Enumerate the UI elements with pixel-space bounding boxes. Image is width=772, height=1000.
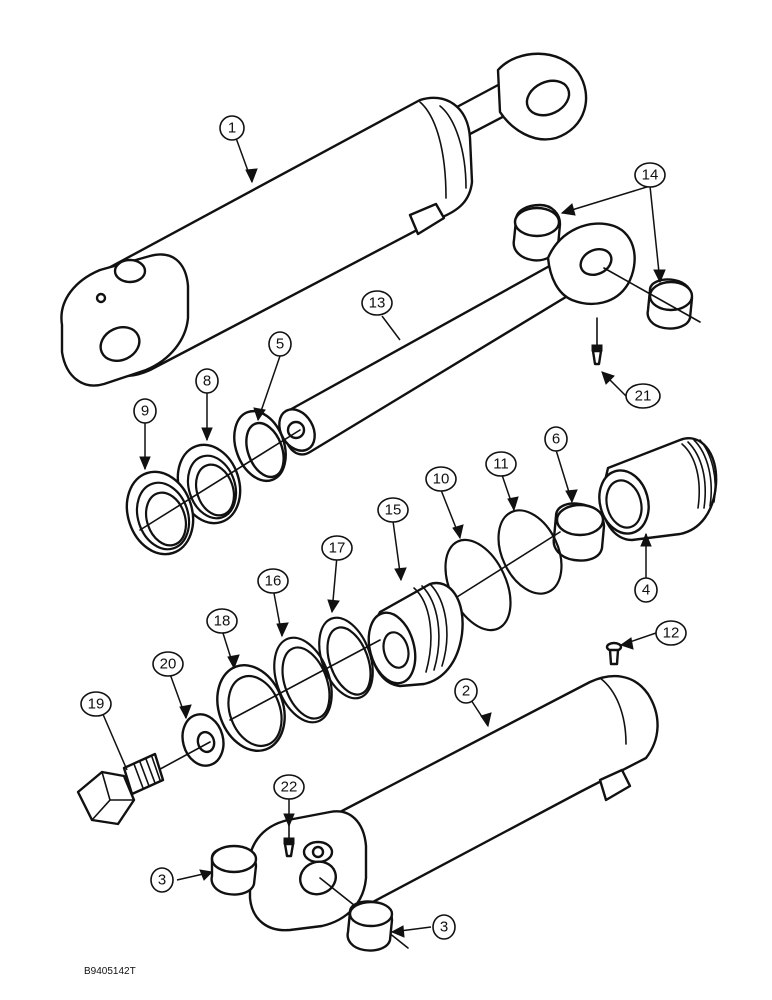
svg-text:9: 9 — [141, 403, 149, 420]
part-8-seal — [176, 443, 242, 525]
part-1-cylinder-assembly — [60, 52, 588, 387]
svg-text:19: 19 — [88, 696, 105, 713]
callout-22: 22 — [273, 774, 305, 800]
callout-19: 19 — [80, 691, 112, 717]
svg-text:2: 2 — [462, 683, 470, 700]
callout-16: 16 — [257, 568, 289, 594]
part-9-wiper-seal — [125, 470, 195, 556]
callout-18: 18 — [206, 608, 238, 634]
svg-text:11: 11 — [493, 456, 509, 473]
svg-text:14: 14 — [642, 167, 659, 184]
part-21-grease-fitting — [591, 317, 603, 366]
svg-text:20: 20 — [160, 656, 177, 673]
callout-2: 2 — [454, 678, 478, 704]
callout-9: 9 — [133, 398, 157, 424]
part-12-bleed-screw — [605, 641, 623, 666]
callout-1: 1 — [219, 115, 245, 141]
svg-text:5: 5 — [276, 336, 284, 353]
callout-21: 21 — [625, 383, 661, 409]
part-17-seal-ring-inner — [326, 626, 372, 696]
svg-text:22: 22 — [281, 779, 298, 796]
callout-5: 5 — [268, 331, 292, 357]
part-19-bolt — [76, 752, 165, 826]
callout-11: 11 — [485, 451, 517, 477]
svg-text:1: 1 — [228, 120, 236, 137]
svg-text:18: 18 — [214, 613, 231, 630]
callout-12: 12 — [655, 620, 687, 646]
callout-3-right: 3 — [432, 914, 456, 940]
part-17-seal-ring — [318, 616, 374, 700]
callout-3-left: 3 — [150, 867, 174, 893]
part-2-barrel — [248, 675, 659, 949]
svg-text:3: 3 — [158, 872, 166, 889]
svg-text:6: 6 — [552, 431, 560, 448]
part-13-piston-rod — [278, 222, 701, 456]
figure-reference-code: B9405142T — [84, 966, 136, 977]
part-3-bushing-right — [346, 900, 394, 952]
callout-8: 8 — [195, 368, 219, 394]
leader-arrowheads — [139, 168, 666, 938]
svg-text:12: 12 — [663, 625, 680, 642]
svg-text:21: 21 — [635, 388, 652, 405]
svg-text:17: 17 — [329, 540, 346, 557]
callout-15: 15 — [377, 497, 409, 523]
callout-10: 10 — [425, 466, 457, 492]
part-3-bushing-left — [210, 844, 258, 896]
svg-text:15: 15 — [385, 502, 402, 519]
part-6-backup-ring — [552, 502, 606, 562]
callout-6: 6 — [544, 426, 568, 452]
part-11-o-ring — [497, 509, 563, 595]
svg-text:13: 13 — [369, 295, 386, 312]
svg-text:3: 3 — [440, 919, 448, 936]
callout-20: 20 — [152, 651, 184, 677]
svg-text:16: 16 — [265, 573, 282, 590]
part-4-gland — [598, 437, 718, 542]
part-14-bushing-right — [646, 278, 694, 330]
svg-text:10: 10 — [433, 471, 450, 488]
callout-4: 4 — [634, 577, 658, 603]
callout-17: 17 — [321, 535, 353, 561]
part-14-bushing-left — [512, 203, 562, 262]
part-15-piston — [367, 581, 464, 688]
callout-14: 14 — [634, 162, 666, 188]
svg-text:8: 8 — [203, 373, 211, 390]
part-20-washer — [181, 713, 225, 767]
callout-13: 13 — [361, 290, 393, 316]
svg-text:4: 4 — [642, 582, 650, 599]
